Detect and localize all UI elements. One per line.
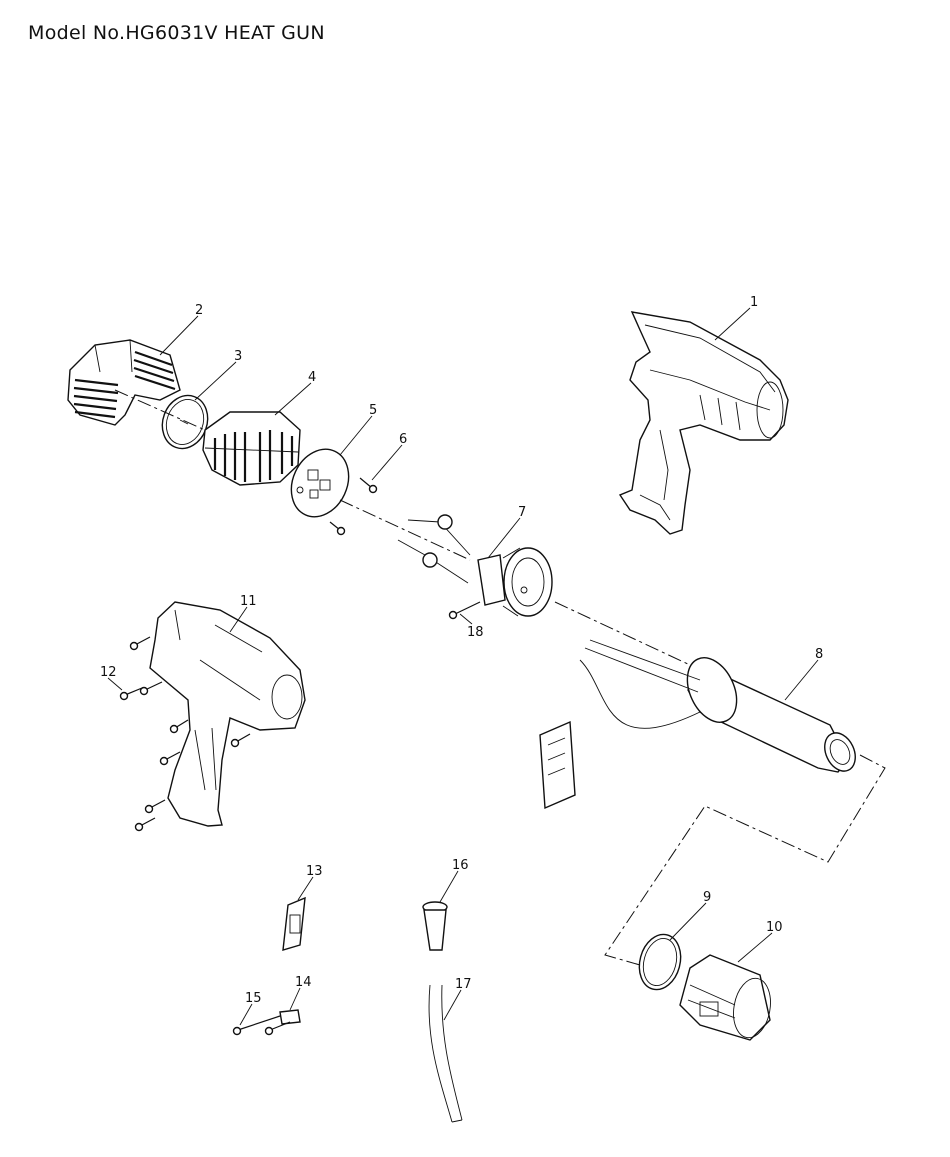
part-16-strain-relief	[422, 901, 448, 951]
callout-18: 18	[467, 625, 484, 640]
callout-9: 9	[703, 890, 711, 905]
part-13-switch	[282, 896, 306, 951]
callout-5: 5	[369, 403, 377, 418]
callout-10: 10	[766, 920, 783, 935]
callout-3: 3	[234, 349, 242, 364]
part-10-nozzle-cover	[679, 954, 771, 1041]
callout-16: 16	[452, 858, 469, 873]
callout-labels: 1 2 3 4 5 6 7 8 9 10 11 12 13 14 15 16 1…	[100, 295, 823, 1006]
part-18-screw	[448, 601, 481, 620]
callout-4: 4	[308, 370, 316, 385]
callout-14: 14	[295, 975, 312, 990]
callout-12: 12	[100, 665, 117, 680]
callout-7: 7	[518, 505, 526, 520]
part-2-inlet-cover	[67, 339, 181, 426]
leader-lines	[107, 307, 819, 1026]
part-11-housing-half	[149, 601, 306, 827]
part-17-power-cord	[428, 984, 463, 1123]
callout-1: 1	[750, 295, 758, 310]
callout-11: 11	[240, 594, 257, 609]
part-12-screws	[119, 636, 251, 832]
part-1-housing-half	[618, 311, 789, 535]
callout-6: 6	[399, 432, 407, 447]
part-5-mounting-plate	[290, 448, 350, 518]
part-9-ring	[638, 933, 682, 991]
part-4-fan-housing	[202, 411, 301, 486]
callout-15: 15	[245, 991, 262, 1006]
callout-2: 2	[195, 303, 203, 318]
callout-8: 8	[815, 647, 823, 662]
part-6-screw	[329, 477, 378, 536]
page-title: Model No.HG6031V HEAT GUN	[28, 22, 325, 44]
part-8-heating-element	[539, 639, 856, 810]
callout-13: 13	[306, 864, 323, 879]
part-14-cord-clamp	[264, 1009, 301, 1036]
part-15-screw	[232, 1015, 281, 1036]
assembly-guide-lines	[114, 389, 886, 966]
part-7-motor-unit	[397, 514, 553, 617]
callout-17: 17	[455, 977, 472, 992]
